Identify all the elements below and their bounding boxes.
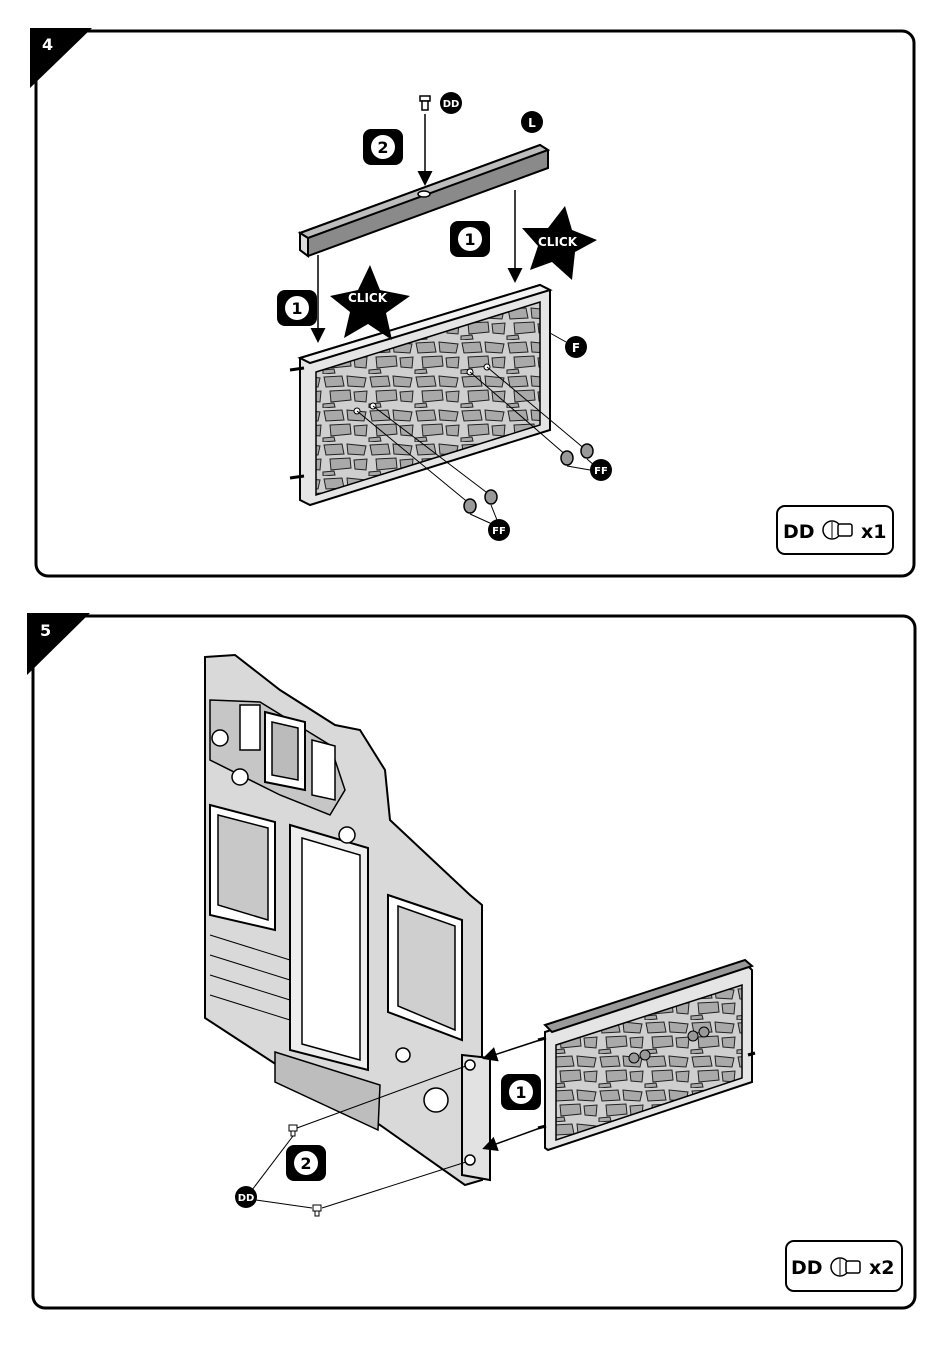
svg-text:2: 2 — [300, 1154, 311, 1173]
svg-text:2: 2 — [377, 138, 388, 157]
svg-text:FF: FF — [594, 466, 608, 477]
svg-text:DD: DD — [443, 99, 460, 110]
part-label-dd: DD — [440, 92, 462, 114]
step-4-panel: 4 — [30, 28, 914, 576]
step-4-border — [36, 31, 914, 576]
svg-text:x1: x1 — [861, 521, 886, 543]
click-label-right: CLICK — [538, 235, 578, 249]
click-label-left: CLICK — [348, 291, 388, 305]
action-badge-2: 2 — [363, 129, 403, 165]
action-badge-2: 2 — [286, 1145, 326, 1181]
action-badge-1-right: 1 — [450, 221, 490, 257]
part-label-ff-lower: FF — [488, 519, 510, 541]
part-label-dd: DD — [235, 1186, 257, 1208]
screw-icon — [823, 521, 852, 539]
action-badge-1-left: 1 — [277, 290, 317, 326]
svg-text:1: 1 — [515, 1083, 526, 1102]
svg-text:x2: x2 — [869, 1257, 894, 1279]
part-label-ff-upper: FF — [590, 459, 612, 481]
svg-text:L: L — [528, 116, 536, 130]
svg-text:F: F — [572, 341, 580, 355]
svg-text:FF: FF — [492, 526, 506, 537]
action-badge-1: 1 — [501, 1074, 541, 1110]
step-4-number: 4 — [42, 35, 53, 54]
parts-box-step-5: DD x2 — [786, 1241, 902, 1291]
step-5-number: 5 — [40, 621, 51, 640]
svg-text:1: 1 — [291, 299, 302, 318]
step-5-panel: 5 — [27, 613, 915, 1308]
part-label-l: L — [521, 111, 543, 133]
svg-text:DD: DD — [791, 1257, 823, 1279]
svg-text:DD: DD — [783, 521, 815, 543]
parts-box-step-4: DD x1 — [777, 506, 893, 554]
screw-icon — [420, 96, 430, 110]
svg-text:DD: DD — [238, 1193, 255, 1204]
screw-icon — [831, 1258, 860, 1276]
svg-text:1: 1 — [464, 230, 475, 249]
